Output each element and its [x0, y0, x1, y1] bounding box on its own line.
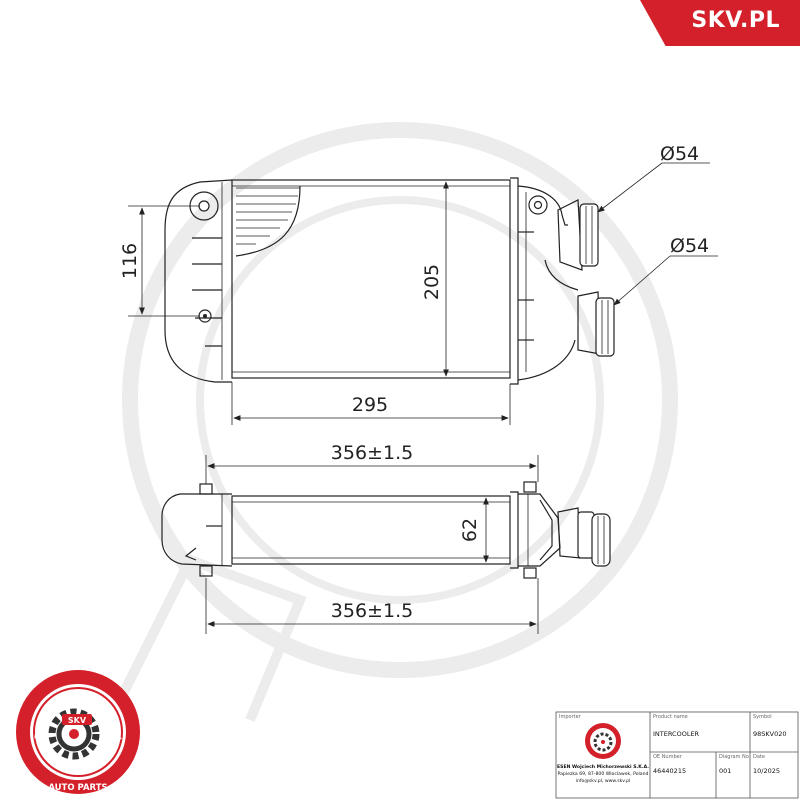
date-value: 10/2025	[753, 767, 780, 775]
dim-text-295: 295	[352, 394, 388, 416]
seal-bottom-text: AUTO PARTS	[48, 783, 107, 793]
intercooler-front-view	[164, 177, 615, 385]
diagram-no-label: Diagram No	[719, 754, 749, 760]
symbol-value: 98SKV020	[753, 730, 787, 738]
watermark-gear	[105, 122, 678, 723]
intercooler-top-view	[161, 481, 611, 579]
top-view-pipe	[557, 507, 611, 567]
dimension-295: 295	[231, 382, 511, 425]
oe-number: 46440215	[653, 767, 686, 775]
skv-quality-seal: AFTERMARKET PRICE • OE QUALITY SKV AUTO …	[0, 0, 140, 794]
dimension-116: 116	[119, 205, 200, 317]
dim-text-62: 62	[459, 518, 481, 542]
company-name: ESEN Wojciech Michorzewski S.K.A.	[557, 764, 649, 770]
oe-number-label: OE Number	[653, 754, 683, 760]
dim-text-205: 205	[421, 264, 443, 300]
left-tank-ribs	[192, 237, 222, 347]
dimension-356-top: 356±1.5	[205, 442, 539, 484]
importer-label: Importer	[559, 714, 582, 720]
brand-banner[interactable]: SKV.PL	[640, 0, 800, 46]
product-name: INTERCOOLER	[653, 730, 700, 738]
company-contact: info@skv.pl, www.skv.pl	[576, 778, 631, 784]
diagram-no: 001	[719, 767, 731, 775]
title-block: Importer ESEN Wojciech Michorzewski S.K.…	[555, 711, 799, 799]
seal-ring-text: AFTERMARKET PRICE • OE QUALITY	[0, 0, 123, 742]
company-address: Papiezka 69, 87-800 Wloclawek, Poland	[558, 771, 649, 777]
dim-text-116: 116	[119, 243, 141, 279]
dim-text-phi54-lower: Ø54	[670, 235, 709, 257]
title-block-logo	[585, 723, 621, 759]
lower-pipe-outlet	[577, 291, 615, 357]
svg-text:AFTERMARKET PRICE • OE QUALITY: AFTERMARKET PRICE • OE QUALITY	[0, 0, 123, 742]
seal-center-text: SKV	[68, 716, 87, 725]
right-mount-boss	[528, 195, 548, 215]
date-label: Date	[753, 754, 765, 760]
dimension-205: 205	[421, 181, 449, 377]
dimension-phi54-upper: Ø54	[597, 143, 710, 213]
dimension-356-bottom: 356±1.5	[205, 578, 539, 634]
core-fins	[235, 185, 301, 257]
dim-text-phi54-upper: Ø54	[660, 143, 699, 165]
upper-pipe-outlet	[557, 199, 599, 271]
product-name-label: Product name	[653, 714, 688, 720]
symbol-label: Symbol	[753, 714, 772, 720]
dim-text-356-top: 356±1.5	[331, 442, 413, 464]
dimension-phi54-lower: Ø54	[613, 235, 718, 306]
dimension-62: 62	[459, 497, 489, 563]
brand-label: SKV.PL	[691, 8, 780, 33]
dim-text-356-bottom: 356±1.5	[331, 600, 413, 622]
